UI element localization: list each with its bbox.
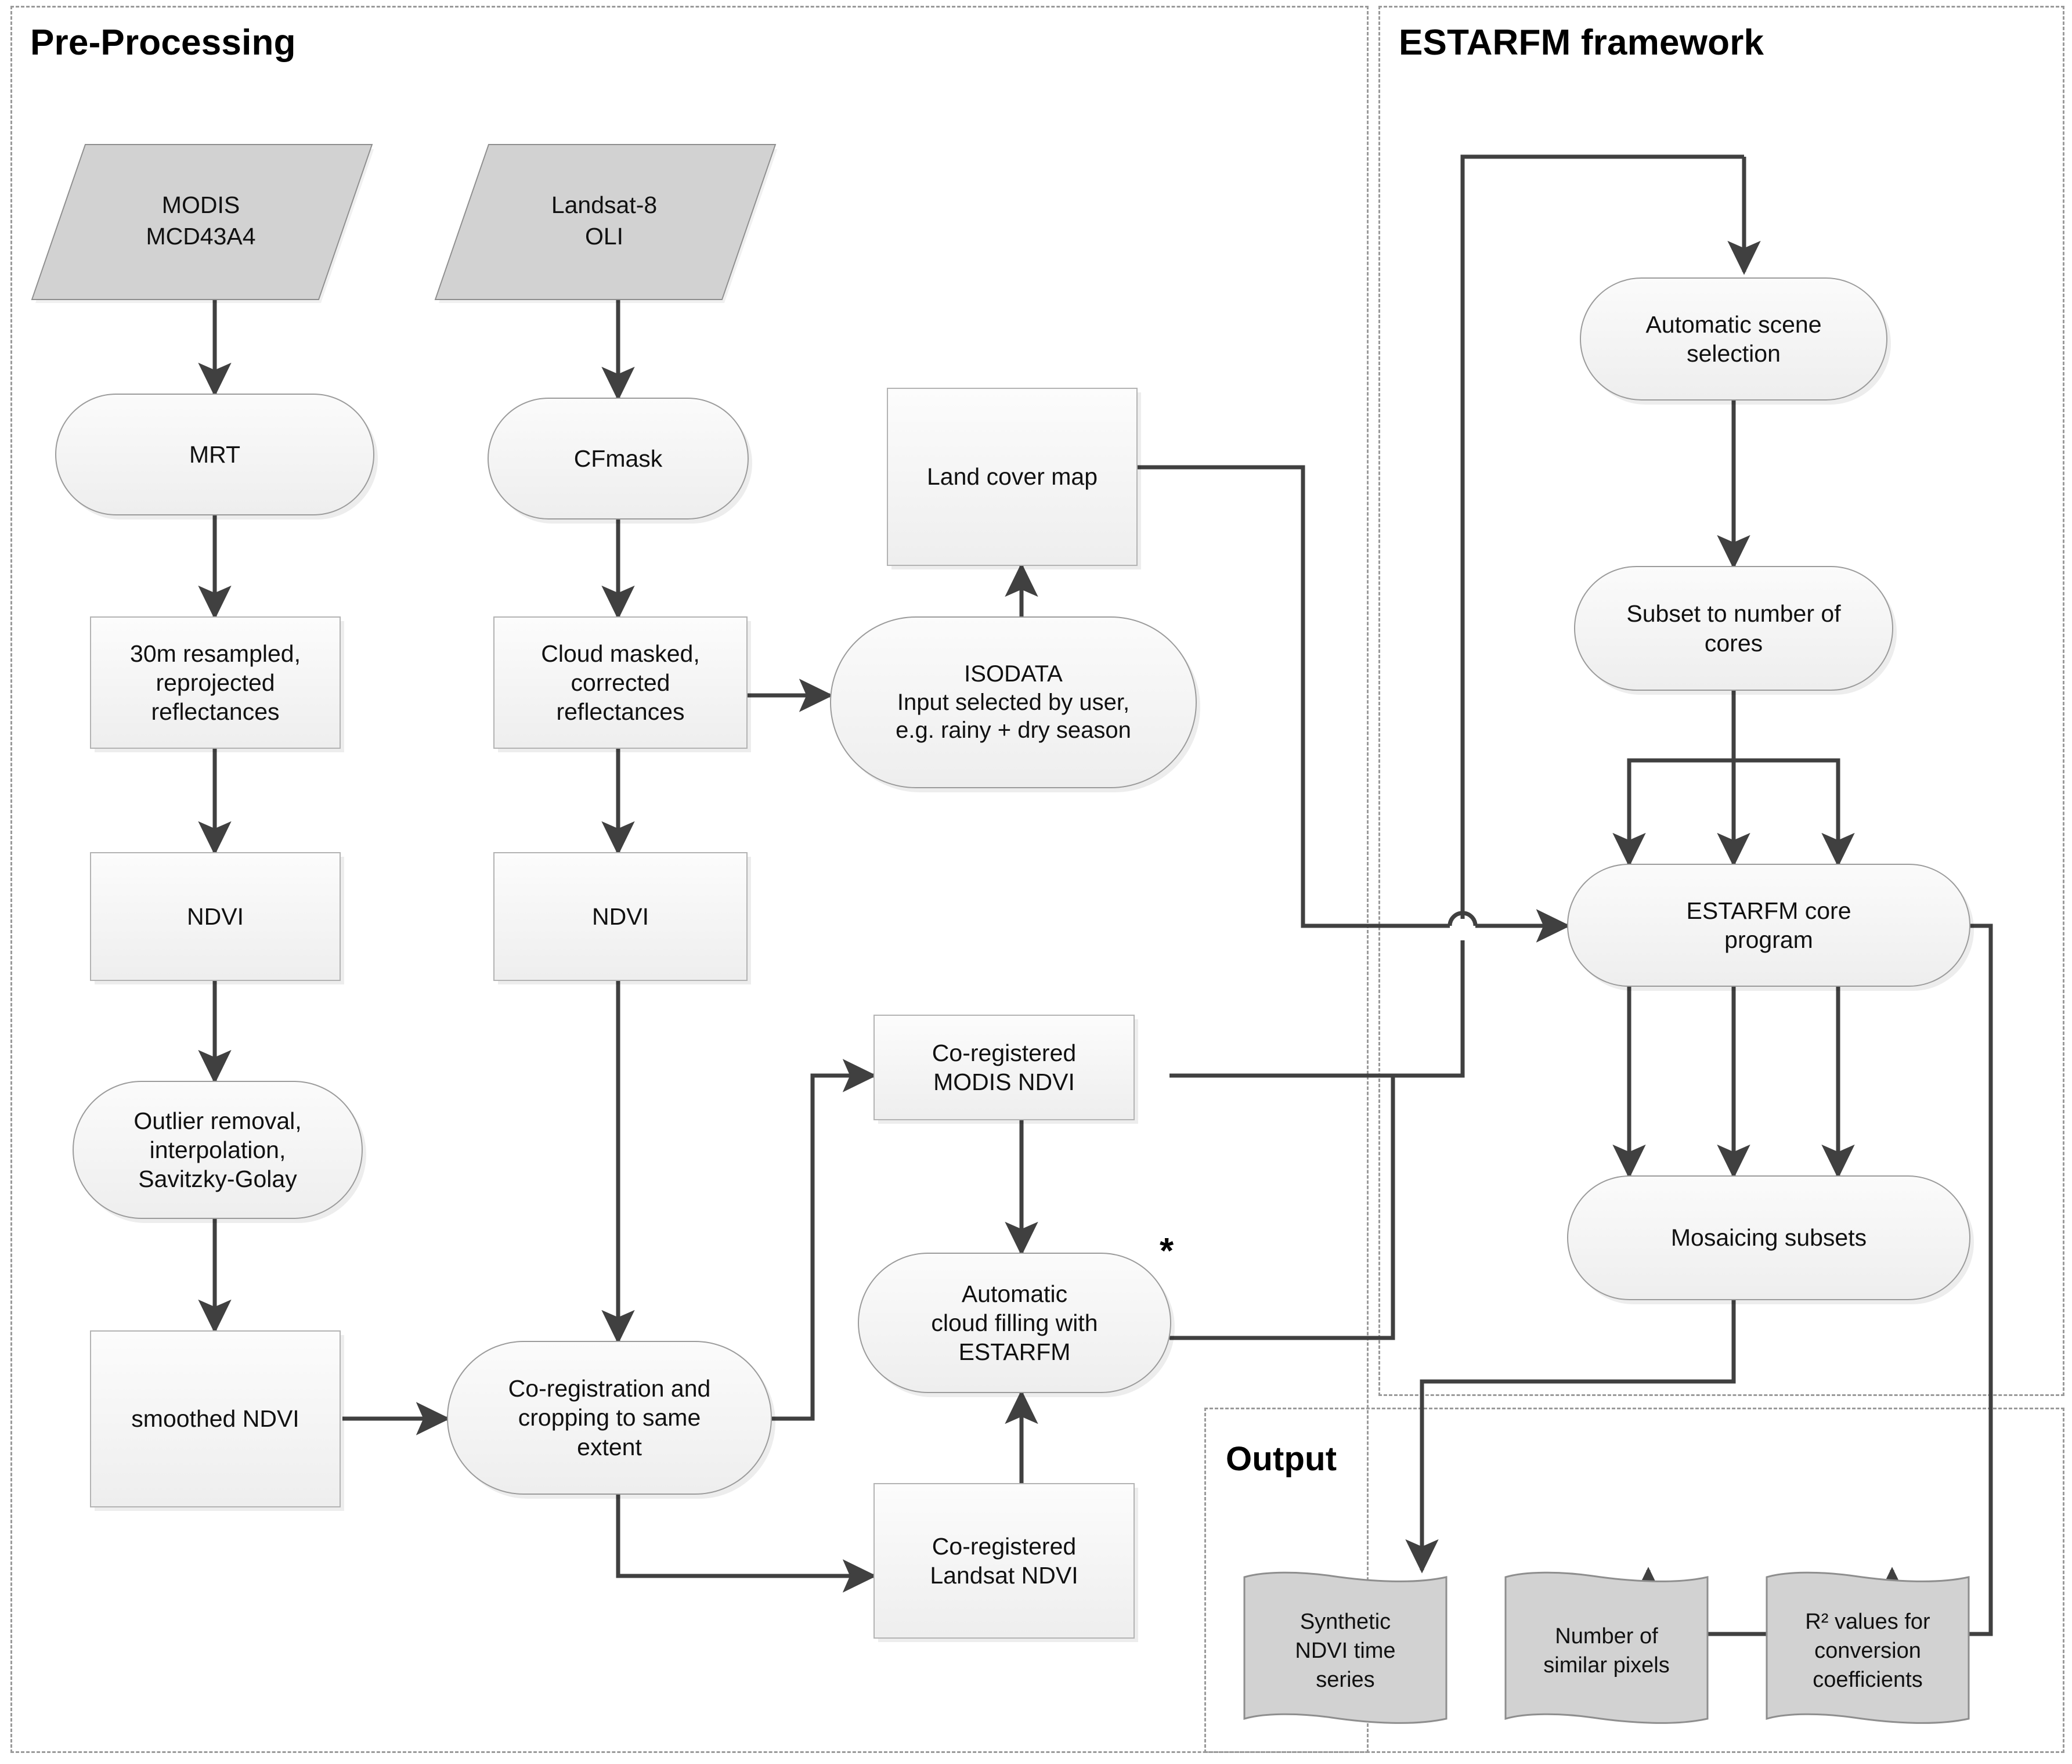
node-automatic-scene-selection[interactable]: Automatic scene selection [1580, 277, 1887, 401]
node-label: Co-registered Landsat NDVI [930, 1532, 1078, 1589]
group-title-output: Output [1226, 1440, 1337, 1478]
node-label: smoothed NDVI [131, 1405, 299, 1433]
node-automatic-cloud-filling[interactable]: Automatic cloud filling with ESTARFM [858, 1253, 1171, 1393]
node-output-similar-pixels[interactable]: Number of similar pixels [1490, 1570, 1723, 1731]
node-cloud-masked-reflectances[interactable]: Cloud masked, corrected reflectances [493, 616, 748, 749]
wave-document-shape [1243, 1571, 1447, 1724]
node-label: Automatic cloud filling with ESTARFM [931, 1280, 1098, 1365]
node-smoothed-ndvi[interactable]: smoothed NDVI [90, 1330, 341, 1507]
node-outlier-removal[interactable]: Outlier removal, interpolation, Savitzky… [73, 1081, 363, 1219]
node-label: R² values for conversion coefficients [1805, 1609, 1930, 1693]
node-label: 30m resampled, reprojected reflectances [130, 640, 301, 725]
node-label: Mosaicing subsets [1670, 1224, 1867, 1251]
node-mrt[interactable]: MRT [55, 394, 374, 515]
node-landsat-source[interactable]: Landsat-8 OLI [434, 144, 777, 300]
node-coregistered-modis-ndvi[interactable]: Co-registered MODIS NDVI [873, 1015, 1135, 1120]
node-label: NDVI [592, 903, 649, 930]
node-label: MRT [189, 441, 241, 468]
group-title-pre-processing: Pre-Processing [30, 23, 296, 63]
node-cfmask[interactable]: CFmask [488, 398, 749, 520]
node-label: ESTARFM core program [1686, 897, 1851, 953]
node-label: Number of similar pixels [1543, 1624, 1670, 1678]
node-subset-to-cores[interactable]: Subset to number of cores [1574, 566, 1893, 691]
node-label: Subset to number of cores [1626, 600, 1841, 656]
node-label: Co-registered MODIS NDVI [932, 1039, 1077, 1095]
node-label: CFmask [573, 445, 663, 472]
node-label: NDVI [187, 903, 244, 930]
node-land-cover-map[interactable]: Land cover map [887, 388, 1138, 566]
footnote-asterisk-marker: * [1160, 1231, 1174, 1271]
node-label: Landsat-8 OLI [551, 192, 658, 250]
node-label: Co-registration and cropping to same ext… [508, 1375, 711, 1460]
group-title-estarfm: ESTARFM framework [1399, 23, 1764, 63]
node-label: Land cover map [926, 463, 1098, 490]
node-label: Synthetic NDVI time series [1295, 1609, 1396, 1693]
node-co-registration[interactable]: Co-registration and cropping to same ext… [447, 1341, 772, 1495]
node-label: MODIS MCD43A4 [146, 192, 256, 250]
node-ndvi-modis[interactable]: NDVI [90, 852, 341, 981]
node-modis-source[interactable]: MODIS MCD43A4 [31, 144, 373, 300]
node-estarfm-core-program[interactable]: ESTARFM core program [1567, 864, 1970, 987]
node-isodata[interactable]: ISODATA Input selected by user, e.g. rai… [830, 616, 1197, 788]
node-resampled-reflectances[interactable]: 30m resampled, reprojected reflectances [90, 616, 341, 749]
node-label: ISODATA Input selected by user, e.g. rai… [896, 661, 1131, 744]
node-mosaicing-subsets[interactable]: Mosaicing subsets [1567, 1175, 1970, 1300]
node-ndvi-landsat[interactable]: NDVI [493, 852, 748, 981]
node-label: Outlier removal, interpolation, Savitzky… [133, 1107, 302, 1192]
node-output-synthetic-ndvi[interactable]: Synthetic NDVI time series [1229, 1570, 1461, 1731]
wave-document-shape [1766, 1571, 1970, 1724]
node-label: Cloud masked, corrected reflectances [541, 640, 700, 725]
node-label: Automatic scene selection [1645, 311, 1822, 367]
wave-document-shape [1504, 1571, 1709, 1724]
node-output-r2-values[interactable]: R² values for conversion coefficients [1752, 1570, 1984, 1731]
node-coregistered-landsat-ndvi[interactable]: Co-registered Landsat NDVI [873, 1483, 1135, 1639]
